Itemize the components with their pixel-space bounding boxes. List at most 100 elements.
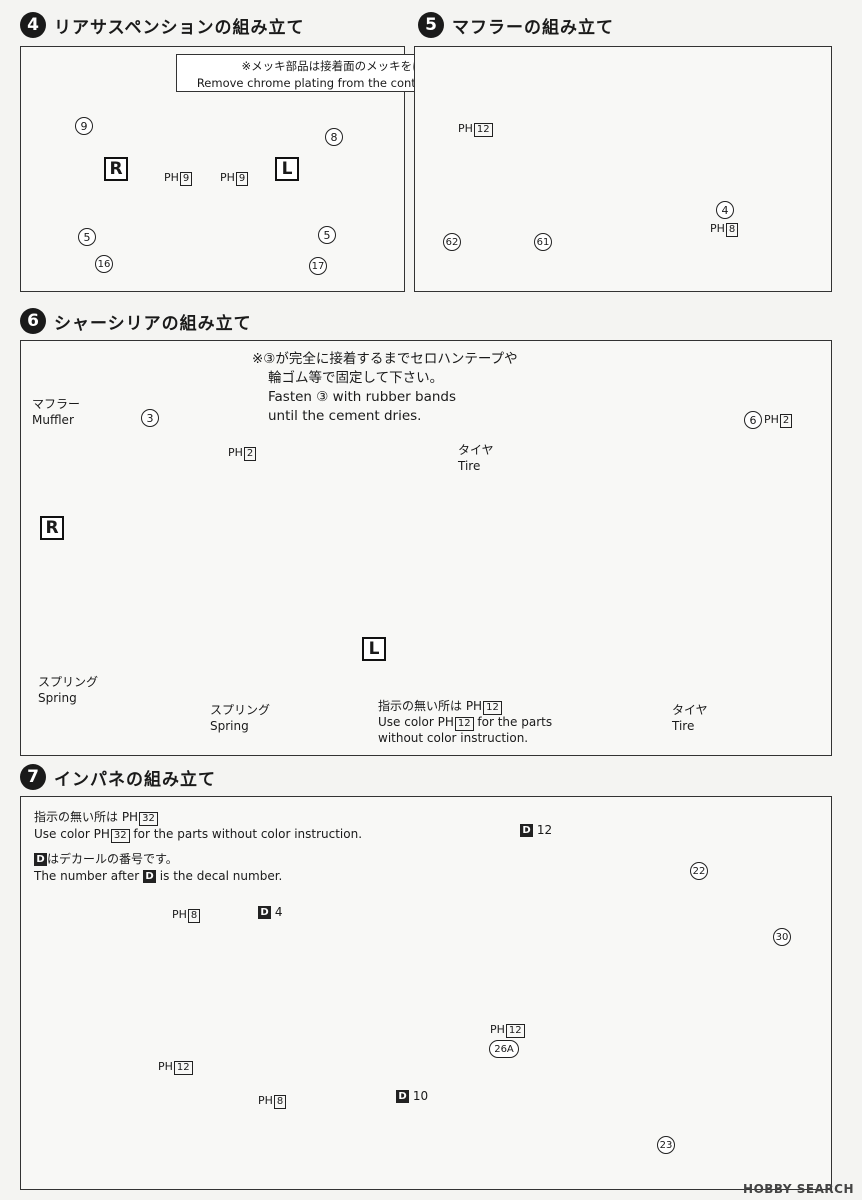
decal-icon: D: [34, 853, 47, 866]
step-number: 5: [418, 12, 444, 38]
part-4: 4: [716, 201, 734, 219]
ph-number: 9: [179, 172, 193, 186]
ph-number: 8: [187, 909, 201, 923]
ph-label: PH: [458, 122, 473, 135]
ph-label: PH: [764, 413, 779, 426]
decal-note-jp-text: はデカールの番号です。: [47, 852, 178, 866]
label-r: R: [104, 157, 128, 181]
ph-number: 12: [483, 701, 502, 715]
ph-label: PH: [172, 908, 187, 921]
decal-icon: D: [396, 1090, 409, 1103]
spring-2-label-jp: スプリング: [210, 703, 271, 717]
ph-label: PH: [258, 1094, 273, 1107]
cement-note-en-2: until the cement dries.: [268, 408, 422, 424]
part-16: 16: [95, 255, 113, 273]
step-number: 7: [20, 764, 46, 790]
decal-number: 4: [274, 905, 283, 919]
ph-number: 12: [454, 717, 474, 731]
muffler-label-en: Muffler: [32, 413, 74, 427]
step-title: マフラーの組み立て: [452, 17, 614, 38]
color-instruction-en-b: for the parts without color instruction.: [129, 827, 363, 841]
label-r: R: [40, 516, 64, 540]
color-instruction-en-a: Use color PH: [34, 827, 110, 841]
part-26a: 26A: [489, 1040, 519, 1058]
spring-1-label-jp: スプリング: [38, 675, 99, 689]
decal-icon: D: [258, 906, 271, 919]
step-5-panel: [414, 46, 832, 292]
ph-label: PH: [228, 446, 243, 459]
part-23: 23: [657, 1136, 675, 1154]
ph-label: PH: [158, 1060, 173, 1073]
ph-number: 8: [273, 1095, 287, 1109]
step-number: 6: [20, 308, 46, 334]
ph-number: 12: [473, 123, 493, 137]
decal-12: D 12: [520, 822, 552, 838]
step-7-header: 7 インパネの組み立て: [20, 764, 216, 790]
step-6-panel: [20, 340, 832, 756]
ph-number: 12: [173, 1061, 193, 1075]
part-22: 22: [690, 862, 708, 880]
spring-2-label-en: Spring: [210, 719, 249, 733]
ph-label: PH: [490, 1023, 505, 1036]
decal-note-en-b: is the decal number.: [155, 869, 283, 883]
ph-number: 32: [139, 812, 158, 826]
color-instruction-en-a: Use color PH: [378, 715, 454, 729]
ph-label: PH: [710, 222, 725, 235]
ph-number: 9: [235, 172, 249, 186]
step-5-header: 5 マフラーの組み立て: [418, 12, 614, 38]
color-instruction-en-c: without color instruction.: [378, 731, 529, 745]
decal-number: 10: [412, 1089, 429, 1103]
color-instruction-en-b: for the parts: [473, 715, 553, 729]
part-5-left: 5: [78, 228, 96, 246]
decal-4: D 4: [258, 904, 282, 920]
decal-number: 12: [536, 823, 553, 837]
decal-icon: D: [142, 870, 156, 883]
part-9: 9: [75, 117, 93, 135]
color-instruction-jp-text: 指示の無い所は PH: [34, 810, 139, 824]
part-8: 8: [325, 128, 343, 146]
ph-label: PH: [220, 171, 235, 184]
tire-1-label-jp: タイヤ: [458, 443, 494, 457]
watermark-logo: HOBBY SEARCH: [743, 1182, 854, 1196]
label-l: L: [275, 157, 299, 181]
part-62: 62: [443, 233, 461, 251]
color-instruction-jp-text: 指示の無い所は PH: [378, 699, 483, 713]
ph-number: 2: [779, 414, 793, 428]
part-17: 17: [309, 257, 327, 275]
step-7-panel: [20, 796, 832, 1190]
part-5-right: 5: [318, 226, 336, 244]
step-title: リアサスペンションの組み立て: [54, 17, 305, 38]
part-3: 3: [141, 409, 159, 427]
step-title: インパネの組み立て: [54, 769, 216, 790]
ph-number: 2: [243, 447, 257, 461]
cement-note-jp-1: ※③が完全に接着するまでセロハンテープや: [252, 351, 518, 367]
decal-note-en-a: The number after: [34, 869, 143, 883]
part-6: 6: [744, 411, 762, 429]
step-6-header: 6 シャーシリアの組み立て: [20, 308, 252, 334]
step-title: シャーシリアの組み立て: [54, 313, 252, 334]
step-number: 4: [20, 12, 46, 38]
tire-2-label-jp: タイヤ: [672, 703, 708, 717]
tire-1-label-en: Tire: [458, 459, 481, 473]
ph-label: PH: [164, 171, 179, 184]
part-61: 61: [534, 233, 552, 251]
decal-10: D 10: [396, 1088, 428, 1104]
ph-number: 12: [505, 1024, 525, 1038]
ph-number: 8: [725, 223, 739, 237]
muffler-label-jp: マフラー: [32, 397, 81, 411]
